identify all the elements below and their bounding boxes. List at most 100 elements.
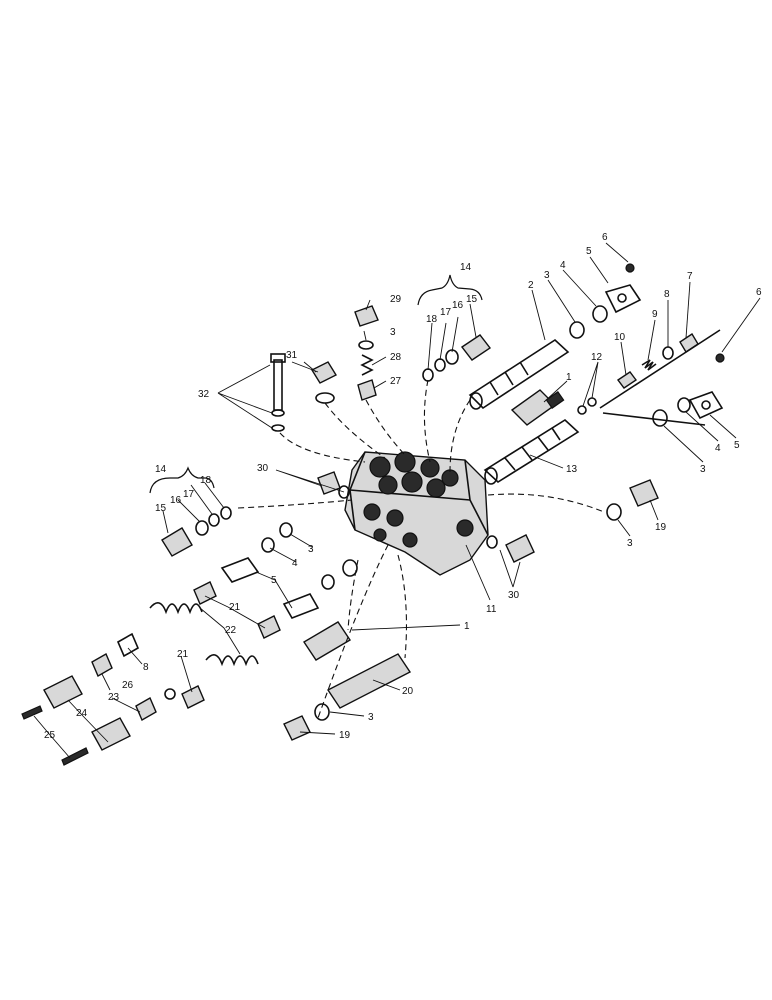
- callout-3-lower: 3: [368, 712, 374, 723]
- washer-32b: [271, 424, 285, 432]
- callout-7: 7: [687, 271, 693, 282]
- screw-25-a: [21, 705, 43, 720]
- plate-5-left-b: [282, 593, 320, 619]
- callout-25: 25: [44, 730, 56, 741]
- spring-22-b: [205, 654, 259, 667]
- callout-19-right: 19: [655, 522, 667, 533]
- spool-2: [468, 338, 570, 410]
- callout-22: 22: [225, 625, 237, 636]
- brace-14-top: [417, 274, 483, 306]
- dash-line-2: [324, 402, 386, 459]
- callout-29: 29: [390, 294, 402, 305]
- callout-3-right: 3: [700, 464, 706, 475]
- spring-9: [641, 359, 657, 371]
- oring-3-right-lower: [606, 503, 622, 521]
- callout-3-top: 3: [390, 327, 396, 338]
- oring-16-upper: [445, 349, 459, 365]
- callout-4-left: 4: [292, 558, 298, 569]
- plate-5-right: [688, 391, 724, 420]
- dash-line-10: [317, 544, 389, 719]
- oring-3-right: [652, 409, 668, 427]
- ball-left: [164, 688, 176, 700]
- leader-lines: [33, 242, 761, 759]
- callout-26: 26: [122, 680, 134, 691]
- washer-4-upper: [592, 305, 608, 323]
- spring-28: [360, 354, 374, 376]
- bolt-32: [273, 359, 283, 411]
- plug-15-left: [161, 527, 193, 557]
- callout-32: 32: [198, 389, 210, 400]
- callout-27: 27: [390, 376, 402, 387]
- callout-9: 9: [652, 309, 658, 320]
- dash-line-4: [423, 379, 431, 463]
- oring-3-upper: [569, 321, 585, 339]
- plug-30-left: [317, 471, 341, 495]
- callout-3-right-lower: 3: [627, 538, 633, 549]
- callout-14-top: 14: [460, 262, 472, 273]
- screw-6-upper: [625, 263, 635, 273]
- callout-12: 12: [591, 352, 603, 363]
- oring-17-left: [208, 513, 220, 527]
- callout-4-right: 4: [715, 443, 721, 454]
- callout-31: 31: [286, 350, 298, 361]
- relief-valve-1-lower: [303, 621, 351, 661]
- valve-body: [344, 451, 489, 576]
- oring-16-left: [195, 520, 209, 536]
- callout-24: 24: [76, 708, 88, 719]
- oring-30-right: [486, 535, 498, 549]
- plug-30-right: [505, 534, 535, 563]
- dashed-plane-right: [599, 329, 721, 426]
- oring-3-left2: [342, 559, 358, 577]
- callout-8-left: 8: [143, 662, 149, 673]
- callout-5-right: 5: [734, 440, 740, 451]
- callout-10: 10: [614, 332, 626, 343]
- callout-21-lower: 21: [177, 649, 189, 660]
- callout-18-left: 18: [200, 475, 212, 486]
- plate-5-upper: [604, 284, 642, 314]
- callout-5-upper: 5: [586, 246, 592, 257]
- spool-13: [483, 418, 580, 485]
- plug-23: [135, 697, 157, 721]
- plug-31: [311, 361, 337, 384]
- plug-26: [91, 653, 113, 677]
- callout-17-left: 17: [183, 489, 195, 500]
- seat-21-c: [181, 685, 205, 709]
- callout-14-left: 14: [155, 464, 167, 475]
- callout-30-right: 30: [508, 590, 520, 601]
- dash-line-7: [487, 493, 605, 513]
- callout-15-top: 15: [466, 294, 478, 305]
- callout-28: 28: [390, 352, 402, 363]
- valve-27: [357, 379, 377, 401]
- callout-19-lower: 19: [339, 730, 351, 741]
- cap-24-b: [91, 717, 131, 751]
- brace-14-left: [149, 466, 215, 494]
- oring-8-upper: [662, 346, 674, 360]
- seat-21-a: [193, 581, 217, 605]
- screw-6-right: [715, 353, 725, 363]
- oring-31: [315, 392, 335, 404]
- oring-3-lower: [314, 703, 330, 721]
- plate-5-left-a: [220, 557, 260, 583]
- oring-3-top: [358, 340, 374, 350]
- callout-labels: 31 32 29 3 28 27 14 18 17 16 15 2 3 4 5 …: [44, 232, 762, 741]
- callout-3-upper: 3: [544, 270, 550, 281]
- dash-line-6: [237, 499, 353, 509]
- washer-4-left2: [321, 574, 335, 590]
- spring-22-a: [149, 602, 203, 615]
- callout-2: 2: [528, 280, 534, 291]
- relief-valve-1-upper: [510, 389, 565, 426]
- oring-3-left: [279, 522, 293, 538]
- callout-1-lower: 1: [464, 621, 470, 632]
- tube-20: [326, 653, 412, 709]
- dash-line-9: [397, 554, 408, 659]
- seat-21-b: [257, 615, 281, 639]
- callout-1-upper: 1: [566, 372, 572, 383]
- callout-21-upper: 21: [229, 602, 241, 613]
- plug-15-upper: [460, 334, 492, 361]
- oring-18-left: [220, 506, 232, 520]
- dash-line-1: [279, 432, 366, 463]
- callout-30-left: 30: [257, 463, 269, 474]
- washer-4-left: [261, 537, 275, 553]
- callout-6-right: 6: [756, 287, 762, 298]
- callout-3-left: 3: [308, 544, 314, 555]
